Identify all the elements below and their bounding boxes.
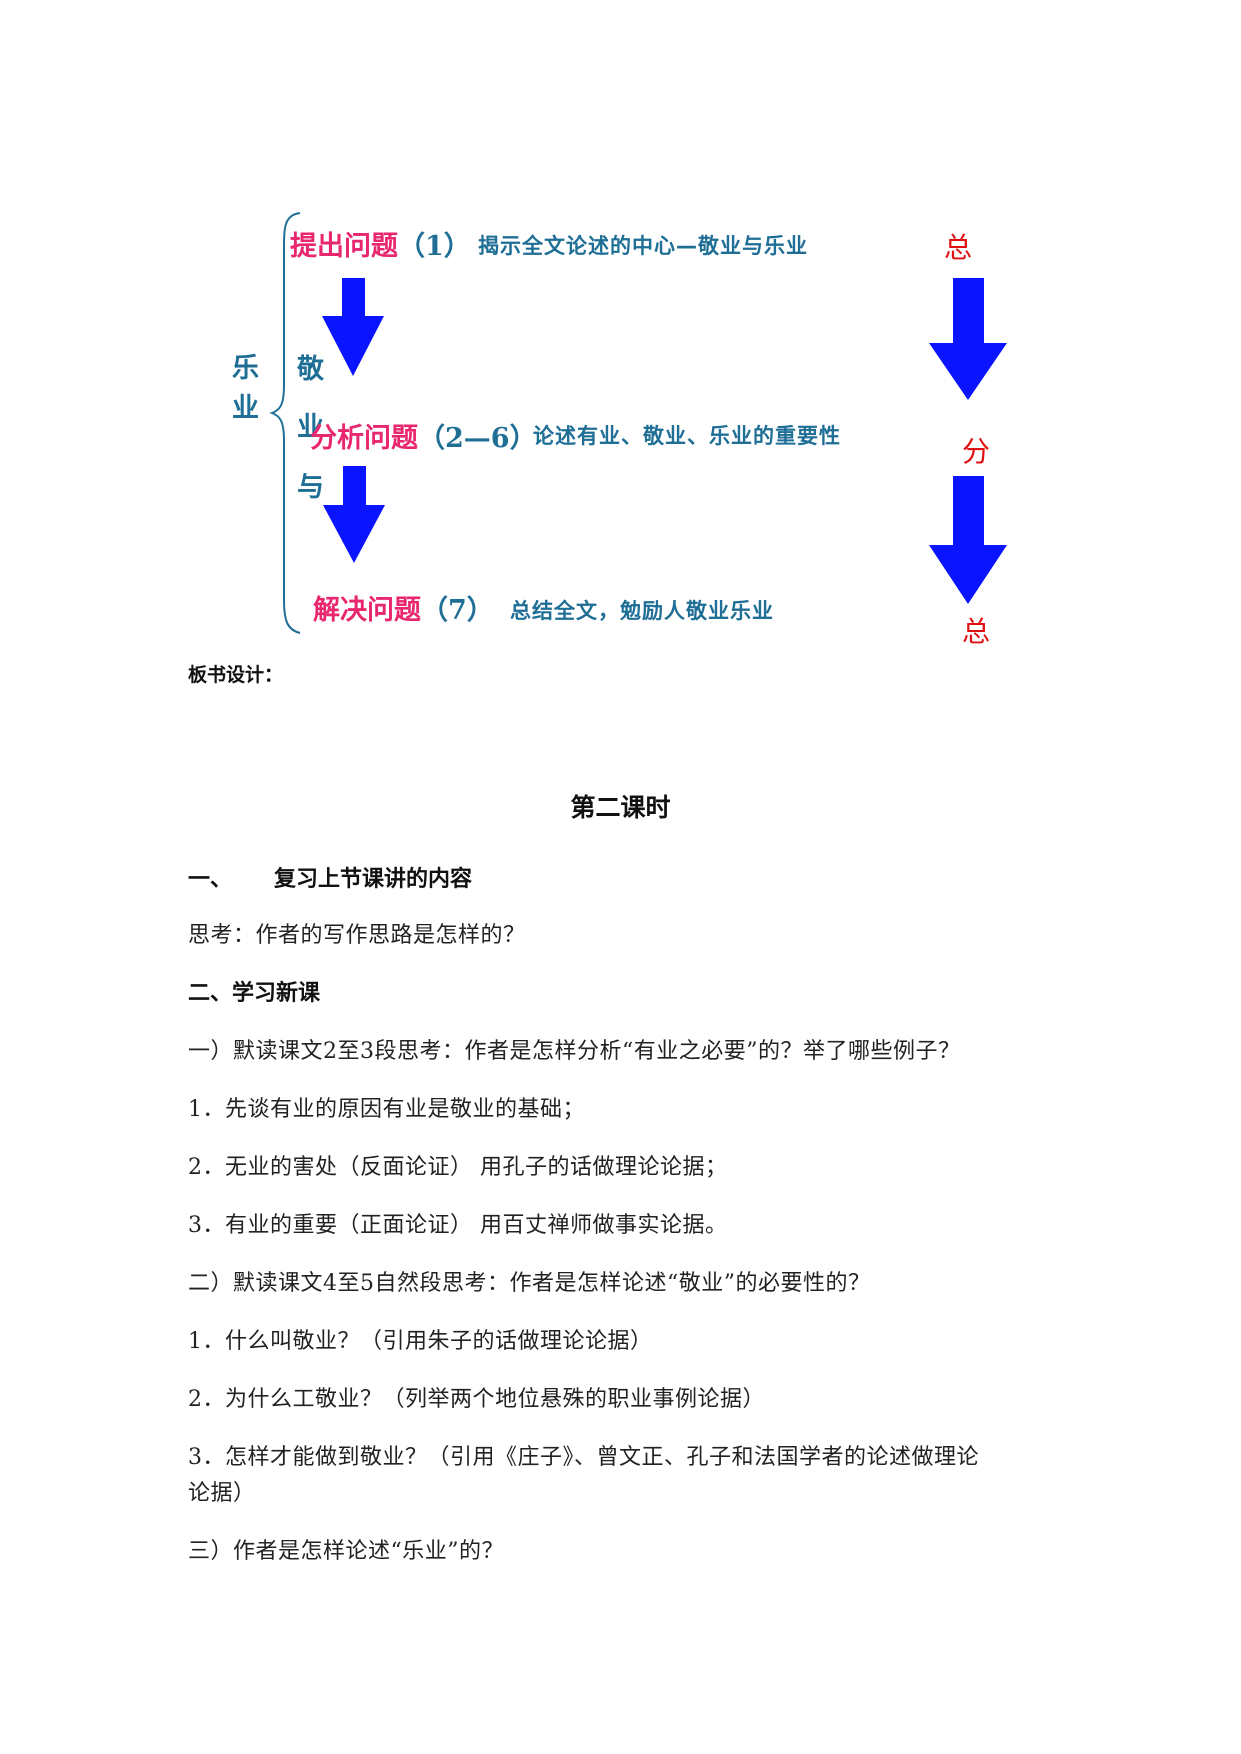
arrow-down-right-1 [929,278,1007,400]
arrow-down-left-1 [322,278,384,376]
arrow-down-left-2 [323,466,385,563]
row-2-title: 分析问题 [310,423,418,454]
lesson-title: 第二课时 [570,793,671,822]
curly-brace [269,212,301,634]
structure-diagram [269,212,1007,634]
row-2-desc: 论述有业、敬业、乐业的重要性 [533,424,841,448]
section-1-num: 一、 [188,867,233,892]
paragraph-1: 一）默读课文2至3段思考：作者是怎样分析“有业之必要”的？举了哪些例子？ [188,1039,961,1064]
row-3-num: （7） [421,595,494,626]
diagram-row-2: 分析问题（2—6） [310,416,537,455]
row-1-desc: 揭示全文论述的中心—敬业与乐业 [478,234,808,258]
board-design-label: 板书设计： [188,664,284,686]
paragraph-3: 2．无业的害处（反面论证） 用孔子的话做理论论据； [188,1155,728,1180]
think-question: 思考：作者的写作思路是怎样的？ [188,923,526,948]
row-2-side: 分 [962,435,991,468]
row-1-title: 提出问题 [290,231,398,262]
left-label-char-1: 乐 [232,353,259,384]
section-2-title: 二、学习新课 [188,981,321,1006]
paragraph-5: 二）默读课文4至5自然段思考：作者是怎样论述“敬业”的必要性的？ [188,1271,871,1296]
middle-label-char-2: 业 [297,412,324,443]
row-3-side: 总 [962,615,991,648]
diagram-row-1: 提出问题（1） [290,224,471,263]
arrow-down-right-2 [929,476,1007,604]
diagram-row-3: 解决问题（7） [313,588,494,627]
row-1-side: 总 [944,231,973,264]
paragraph-8: 3．怎样才能做到敬业？（引用《庄子》、曾文正、孔子和法国学者的论述做理论 [188,1445,979,1470]
row-2-num: （2—6） [418,423,537,454]
section-1-title: 复习上节课讲的内容 [274,867,473,892]
paragraph-8-cont: 论据） [188,1481,256,1506]
left-label-char-2: 业 [232,393,259,424]
middle-label-char-3: 与 [297,472,324,503]
middle-label-char-1: 敬 [297,354,324,385]
paragraph-6: 1．什么叫敬业？（引用朱子的话做理论论据） [188,1329,653,1354]
row-3-title: 解决问题 [313,595,421,626]
paragraph-2: 1．先谈有业的原因有业是敬业的基础； [188,1097,585,1122]
paragraph-9: 三）作者是怎样论述“乐业”的？ [188,1539,504,1564]
row-3-desc: 总结全文，勉励人敬业乐业 [510,599,774,623]
paragraph-4: 3．有业的重要（正面论证） 用百丈禅师做事实论据。 [188,1213,728,1238]
paragraph-7: 2．为什么工敬业？（列举两个地位悬殊的职业事例论据） [188,1387,765,1412]
row-1-num: （1） [398,231,471,262]
